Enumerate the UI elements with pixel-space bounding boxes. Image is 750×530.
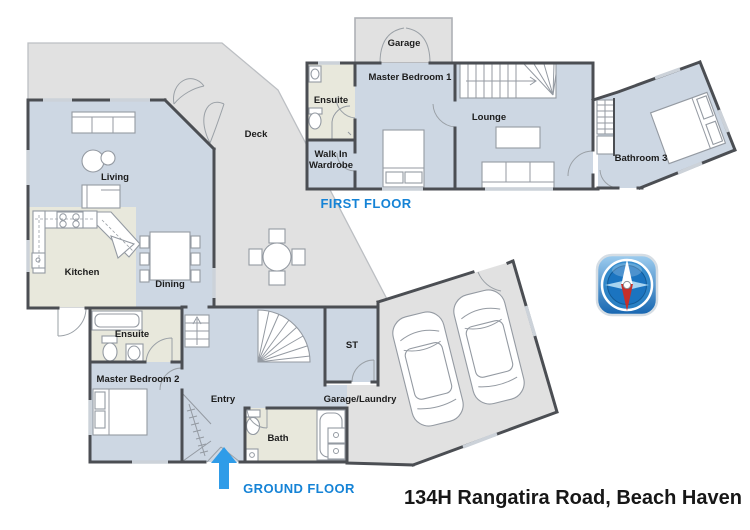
up-arrow-entrance-marker [211, 447, 237, 489]
label-walk-in-line1: Walk In [315, 149, 348, 160]
living-sofas [71, 111, 136, 209]
bed-master-2 [92, 388, 148, 436]
first-floor-plan: Garage Master Bedroom 1 Ensuite Walk In … [305, 17, 737, 191]
label-kitchen: Kitchen [65, 267, 100, 278]
main-staircase [459, 63, 557, 99]
room-storage [325, 307, 378, 382]
ground-floor-plan: Deck Living Kitchen Dining Ensuite Maste… [26, 42, 559, 467]
lounge-furniture [481, 126, 555, 189]
label-garage-f1: Garage [388, 38, 421, 49]
label-deck: Deck [245, 129, 268, 140]
kitchen-counters [31, 210, 141, 274]
ensuite-ground-fixtures [91, 310, 144, 363]
dining-table-set [139, 231, 201, 283]
room-walk-in-wardrobe [307, 140, 355, 189]
curved-staircase [257, 309, 311, 363]
bed-master-1 [382, 129, 425, 188]
label-living: Living [101, 172, 129, 183]
label-bathroom-3: Bathroom 3 [615, 153, 668, 164]
car-1 [392, 311, 464, 427]
property-address: 134H Rangatira Road, Beach Haven [404, 487, 742, 509]
ground-floor-windows [26, 98, 537, 464]
outdoor-table-set [248, 228, 306, 286]
first-floor-windows [318, 61, 730, 191]
compass-north-icon [595, 253, 659, 317]
split-level-steps [184, 314, 210, 348]
ground-floor-walls [26, 97, 559, 467]
car-2 [453, 289, 525, 405]
label-master-bedroom-2: Master Bedroom 2 [97, 374, 180, 385]
label-dining: Dining [155, 279, 185, 290]
wardrobe-hangers [182, 393, 212, 462]
label-bath: Bath [267, 433, 288, 444]
ensuite-f1-fixtures [308, 65, 352, 140]
ground-floor-title: GROUND FLOOR [243, 481, 355, 496]
label-entry: Entry [211, 394, 236, 405]
washer-dryer [327, 427, 346, 460]
label-storage: ST [346, 340, 358, 351]
ground-door-arcs [57, 78, 502, 463]
first-floor-title: FIRST FLOOR [320, 196, 411, 211]
bed-bedroom-3 [649, 91, 727, 165]
label-garage-laundry: Garage/Laundry [324, 394, 398, 405]
loft-ladder [596, 99, 615, 155]
label-walk-in-line2: Wardrobe [309, 160, 353, 171]
first-floor-door-arcs [335, 27, 619, 189]
label-ensuite-ground: Ensuite [115, 329, 149, 340]
label-master-bedroom-1: Master Bedroom 1 [369, 72, 453, 83]
label-lounge: Lounge [472, 112, 506, 123]
label-ensuite-f1: Ensuite [314, 95, 348, 106]
